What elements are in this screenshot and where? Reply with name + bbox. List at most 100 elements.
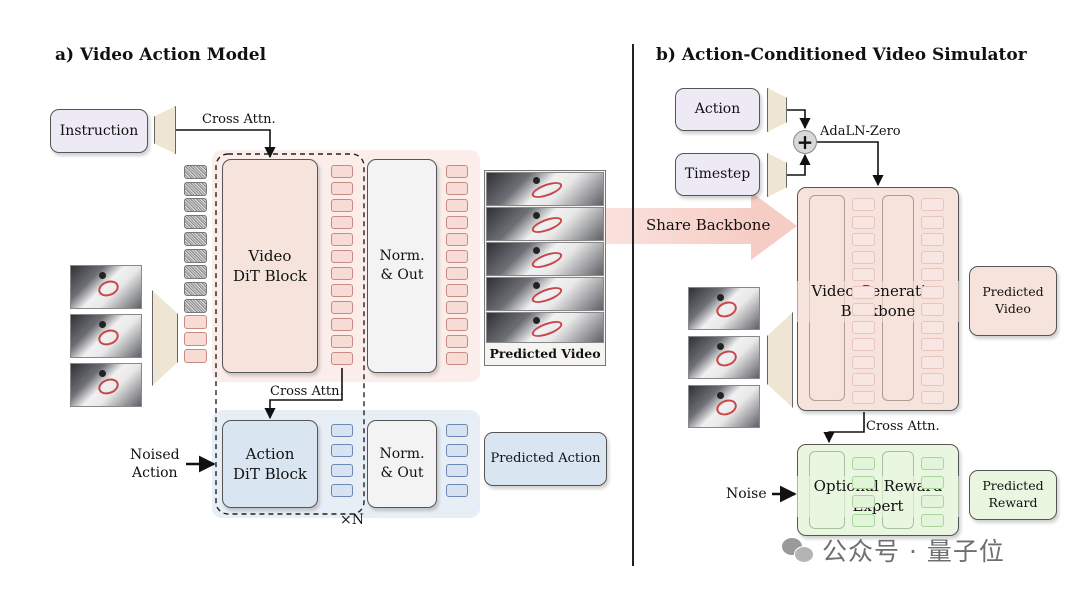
action-token <box>331 424 353 437</box>
video-token <box>331 165 353 178</box>
wechat-logo-icon <box>782 536 814 564</box>
reward-token <box>852 476 875 489</box>
input-token <box>184 181 207 196</box>
action-token <box>331 464 353 477</box>
panel-divider <box>632 44 634 566</box>
sim-input-frame-2 <box>688 336 760 379</box>
backbone-token <box>852 390 875 404</box>
output-token <box>446 250 468 263</box>
object-dot <box>99 320 106 328</box>
instruction-label: Instruction <box>59 122 139 139</box>
reward-token <box>921 476 944 489</box>
mid-cross-attn-arrow <box>264 368 343 420</box>
backbone-line1: Video-Generation <box>811 282 945 300</box>
norm-out-bottom-line1: Norm. <box>379 446 425 463</box>
input-token <box>184 198 207 213</box>
input-token <box>184 281 207 296</box>
video-block-line1: Video <box>248 246 292 265</box>
norm-out-top: Norm.& Out <box>367 159 437 373</box>
action-output-token <box>446 484 468 497</box>
input-token <box>184 248 207 263</box>
backbone-token <box>921 320 944 334</box>
sim-cross-attn-arrow <box>823 412 865 444</box>
object-dot <box>533 247 541 255</box>
object-dot <box>717 342 724 350</box>
share-backbone-label: Share Backbone <box>646 216 771 234</box>
predicted-frame-3 <box>486 242 604 276</box>
input-token <box>184 265 207 280</box>
adaln-arrow <box>817 141 884 187</box>
object-dot <box>533 212 541 220</box>
norm-out-top-line2: & Out <box>380 267 424 283</box>
backbone-token <box>921 355 944 369</box>
input-frame-2 <box>70 314 142 358</box>
backbone-token <box>921 250 944 264</box>
backbone-token <box>852 250 875 264</box>
reward-expert-line1: Optional Reward <box>813 477 943 495</box>
input-token <box>184 165 207 179</box>
action-token <box>331 484 353 497</box>
backbone-token <box>852 215 875 229</box>
panel-a-title: a) Video Action Model <box>55 45 267 65</box>
action-block-line2: DiT Block <box>233 465 307 483</box>
input-frame-3 <box>70 363 142 407</box>
predicted-video-line1: Predicted <box>982 284 1044 300</box>
backbone-token <box>852 198 875 211</box>
action-output-token <box>446 464 468 477</box>
backbone-token <box>852 268 875 281</box>
input-token <box>184 348 207 363</box>
input-token <box>184 215 207 230</box>
predicted-frame-5 <box>486 312 604 343</box>
predicted-video-line2: Video <box>995 301 1031 316</box>
object-dot <box>99 271 106 279</box>
object-dot <box>717 391 724 399</box>
video-token <box>331 284 353 297</box>
share-backbone-arrowhead <box>751 192 797 260</box>
instruction-cross-attn-arrow <box>176 129 276 159</box>
video-token <box>331 301 353 314</box>
backbone-token <box>921 373 944 386</box>
video-token <box>331 216 353 229</box>
noised-action-line1: Noised <box>130 447 180 463</box>
reward-token <box>921 457 944 470</box>
backbone-token <box>852 233 875 246</box>
sim-input-frame-3 <box>688 385 760 428</box>
input-token <box>184 298 207 313</box>
input-frame-1 <box>70 265 142 309</box>
predicted-action-box: Predicted Action <box>484 432 607 486</box>
output-token <box>446 267 468 280</box>
backbone-token <box>852 338 875 351</box>
backbone-token <box>852 355 875 369</box>
panel-b-title: b) Action-Conditioned Video Simulator <box>656 45 1027 65</box>
backbone-token <box>921 303 944 316</box>
backbone-token <box>852 373 875 386</box>
instruction-box: Instruction <box>50 109 148 153</box>
timestep-input-label: Timestep <box>684 166 751 183</box>
adaln-zero-label: AdaLN-Zero <box>820 124 901 139</box>
output-token <box>446 233 468 246</box>
predicted-reward-line2: Reward <box>988 495 1038 510</box>
plus-circle: + <box>793 130 817 154</box>
repeat-dashed-region <box>215 153 365 515</box>
object-dot <box>533 177 541 185</box>
output-token <box>446 199 468 212</box>
video-token <box>331 182 353 195</box>
backbone-token <box>852 320 875 334</box>
output-token <box>446 335 468 348</box>
action-input-label: Action <box>694 101 741 118</box>
object-dot <box>99 369 106 377</box>
noised-action-label: Noised Action <box>130 446 180 482</box>
reward-token <box>852 457 875 470</box>
backbone-token <box>852 285 875 299</box>
output-token <box>446 301 468 314</box>
timestep-to-plus-arrow <box>787 153 811 176</box>
backbone-token <box>921 198 944 211</box>
sim-input-frame-1 <box>688 287 760 330</box>
output-token <box>446 182 468 195</box>
backbone-token <box>852 303 875 316</box>
input-token <box>184 332 207 346</box>
